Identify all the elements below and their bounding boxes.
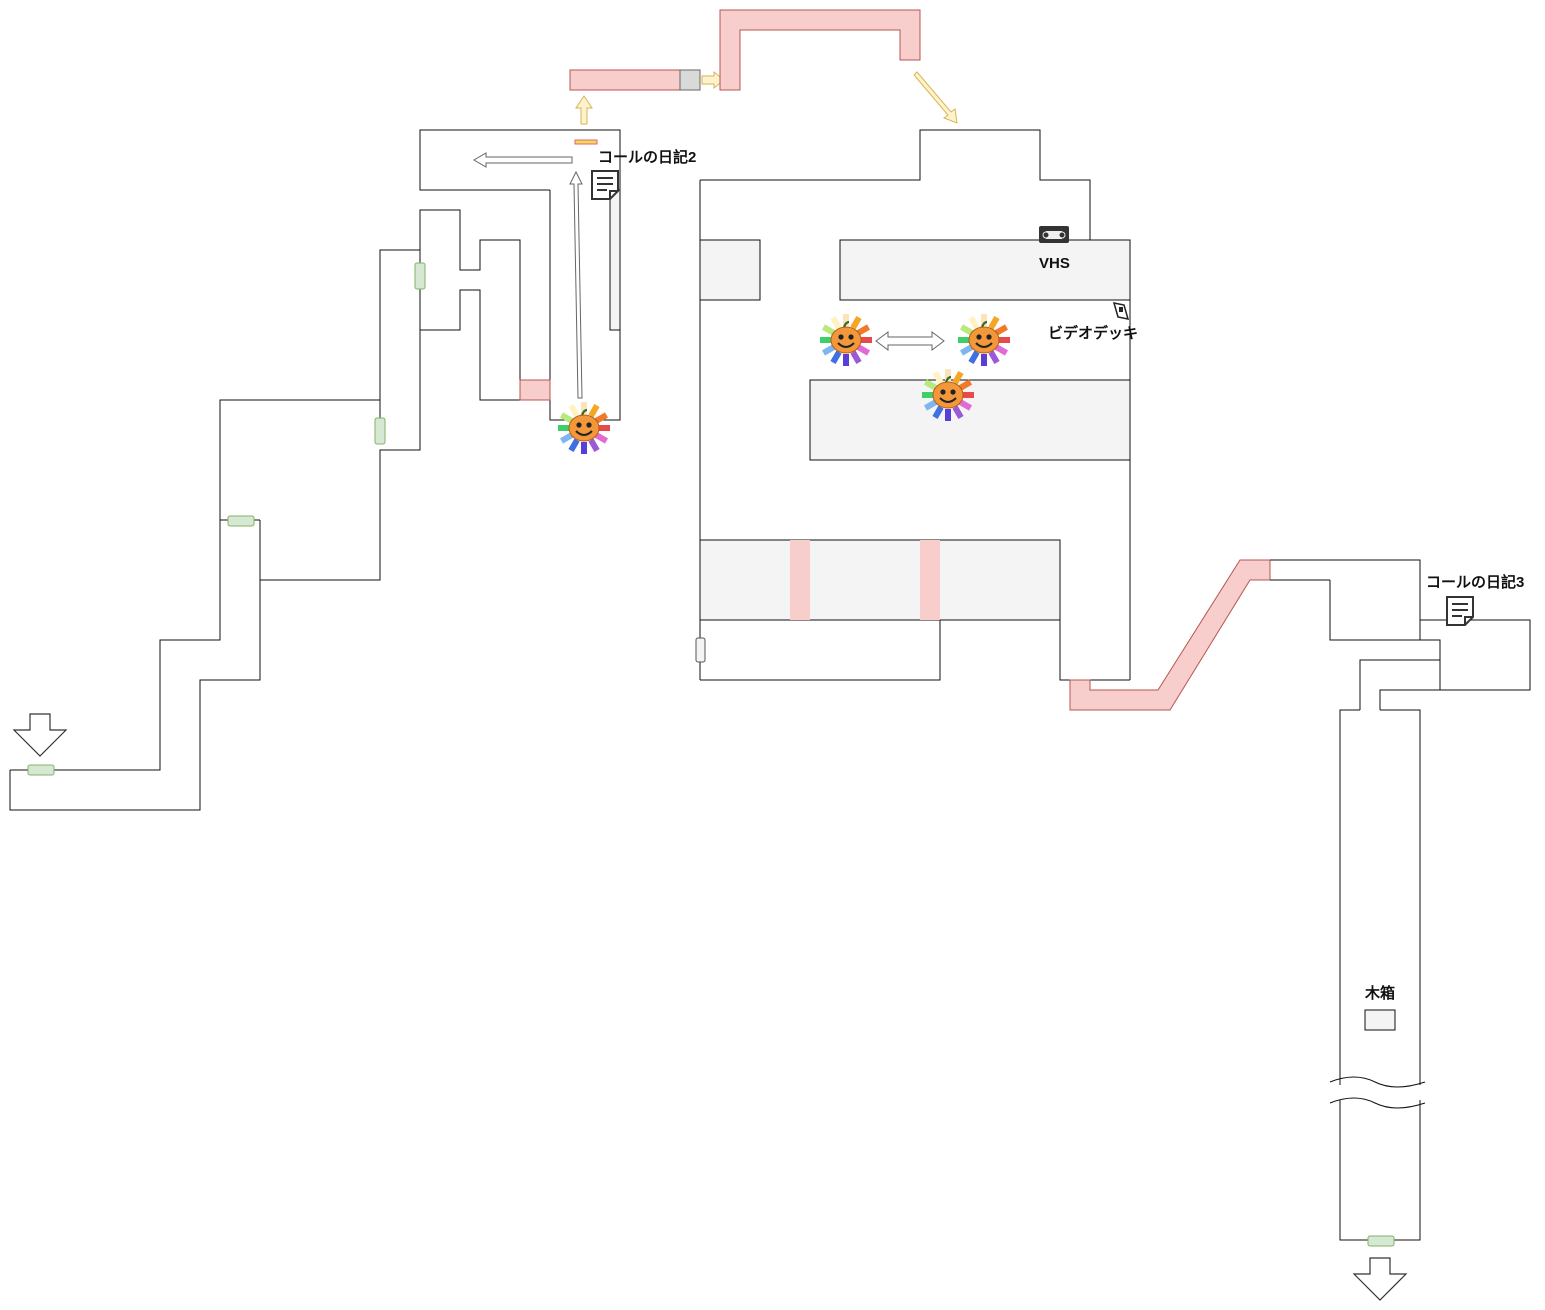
right-area-walls — [1270, 559, 1531, 1241]
door[interactable] — [695, 637, 706, 663]
hatch[interactable] — [574, 139, 598, 145]
chase-corridor-diagonal — [1069, 559, 1271, 711]
video-deck-label: ビデオデッキ — [1048, 324, 1138, 342]
pumpkin-enemy-icon — [956, 312, 1012, 368]
vhs-label: VHS — [1039, 255, 1070, 272]
route-arrow-right-yellow — [701, 70, 725, 90]
chase-block-left — [519, 379, 551, 401]
door[interactable] — [1367, 1235, 1395, 1247]
furniture-counter-bottom — [699, 539, 1061, 621]
video-deck-icon[interactable] — [1112, 302, 1130, 320]
door[interactable] — [414, 262, 426, 290]
route-arrow-left — [473, 152, 573, 168]
route-arrow-up-yellow — [575, 95, 593, 125]
gate-block — [679, 69, 701, 91]
wooden-box[interactable] — [1364, 1009, 1396, 1031]
note-icon[interactable] — [591, 170, 619, 200]
route-arrow-diag-yellow — [913, 71, 958, 124]
patrol-arrow — [875, 331, 945, 351]
chase-block-bottom-1 — [790, 540, 810, 620]
diary2-label: コールの日記2 — [598, 148, 696, 166]
pumpkin-enemy-icon — [818, 312, 874, 368]
route-arrow-up — [569, 170, 583, 399]
chase-block-bottom-2 — [920, 540, 940, 620]
upper-left-room — [419, 129, 621, 421]
furniture-block — [699, 239, 761, 301]
diary3-label: コールの日記3 — [1426, 573, 1524, 591]
note-icon[interactable] — [1446, 596, 1474, 626]
door[interactable] — [227, 515, 255, 527]
vhs-tape-icon[interactable] — [1039, 226, 1069, 243]
door[interactable] — [27, 764, 55, 776]
chase-corridor-top-left — [569, 69, 681, 91]
door[interactable] — [374, 417, 386, 445]
chase-corridor-top — [719, 9, 921, 91]
shelf-left — [609, 189, 621, 331]
pumpkin-enemy-icon — [556, 400, 612, 456]
exit-down-arrow-icon — [1352, 1257, 1408, 1301]
furniture-counter-top — [839, 239, 1131, 301]
exit-down-arrow-icon — [12, 713, 68, 757]
wooden-box-label: 木箱 — [1364, 984, 1395, 1002]
left-corridor-walls — [9, 209, 521, 811]
